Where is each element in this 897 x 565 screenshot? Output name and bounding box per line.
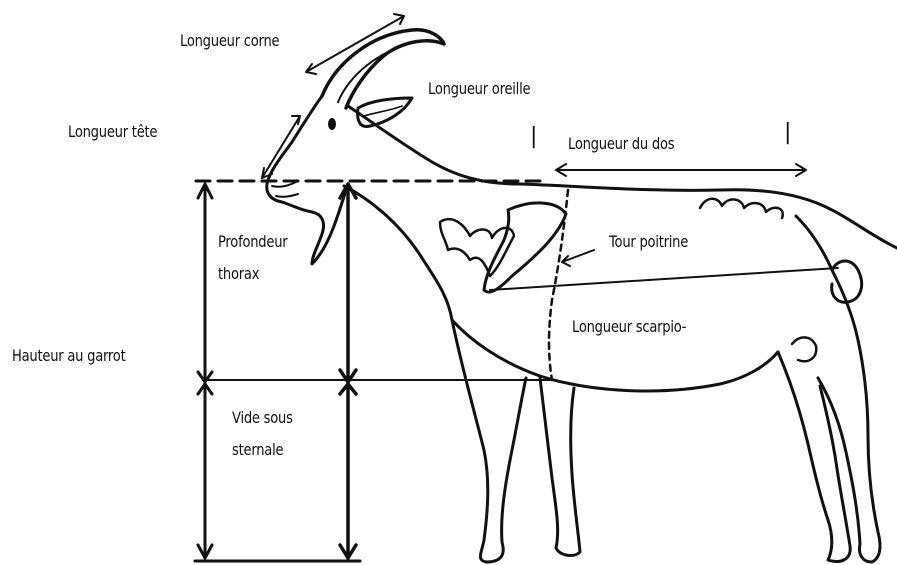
horn-length-label: Longueur corne xyxy=(180,31,279,51)
head-length-arrow xyxy=(262,116,300,178)
eye-icon xyxy=(328,118,336,130)
horn-length-arrow xyxy=(306,14,404,74)
back-length-label: Longueur du dos xyxy=(568,134,674,154)
chest-depth-arrow xyxy=(340,184,356,558)
neck-bottom xyxy=(344,186,452,320)
chest-depth-label-line1: Profondeur xyxy=(218,232,287,252)
horn-inner xyxy=(338,42,414,102)
scapular-line xyxy=(490,268,838,290)
shoulder-scribble xyxy=(440,219,514,276)
front-leg-left xyxy=(452,320,526,562)
head-length-label: Longueur tête xyxy=(68,122,157,142)
back-line xyxy=(520,184,897,248)
scapular-length-label: Longueur scarpio- xyxy=(572,317,686,337)
hip-scribble xyxy=(700,199,783,218)
hock-detail xyxy=(792,337,816,361)
chest-girth-label: Tour poitrine xyxy=(609,232,688,252)
back-end-tick: | xyxy=(784,120,791,145)
chest-girth-pointer xyxy=(562,250,594,266)
hind-leg-left xyxy=(778,352,850,561)
back-start-tick: | xyxy=(530,124,537,149)
hind-thigh xyxy=(796,216,862,302)
back-length-arrow xyxy=(556,164,806,176)
sternal-gap-label-line1: Vide sous xyxy=(232,408,293,428)
withers-height-label: Hauteur au garrot xyxy=(12,346,125,366)
ear-length-label: Longueur oreille xyxy=(428,79,530,99)
withers-height-arrow xyxy=(198,184,212,558)
front-leg-right xyxy=(540,378,580,555)
sternal-gap-label-line2: sternale xyxy=(232,440,283,460)
neck-top xyxy=(348,106,520,184)
shoulder-blade xyxy=(484,203,566,292)
mouth-line xyxy=(272,182,298,197)
ear-outline xyxy=(358,98,412,126)
chest-depth-label-line2: thorax xyxy=(218,264,259,284)
